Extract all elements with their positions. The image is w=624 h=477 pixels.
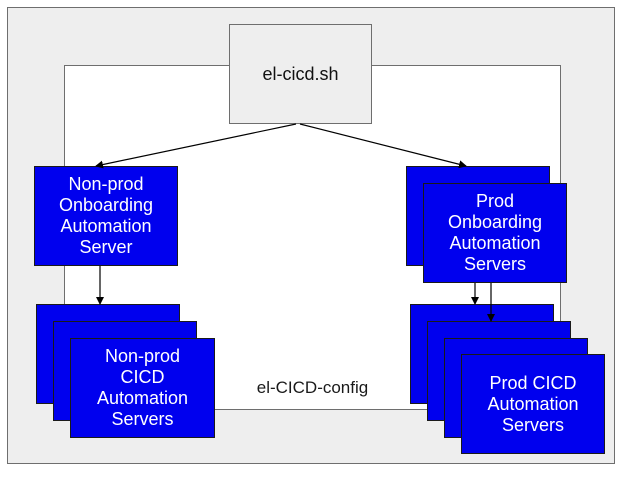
nonprod-onboarding-box: Non-prod Onboarding Automation Server [34,166,178,266]
nonprod-onboarding-label: Non-prod Onboarding Automation Server [58,174,154,257]
el-cicd-script-box: el-cicd.sh [229,24,372,124]
arrow-script-to-nonprod-onboarding [95,123,297,169]
nonprod-cicd-box: Non-prod CICD Automation Servers [70,338,215,438]
arrow-script-to-prod-onboarding [299,123,467,169]
nonprod-cicd-label: Non-prod CICD Automation Servers [96,346,189,429]
el-cicd-config-label: el-CICD-config [256,378,369,397]
prod-cicd-box: Prod CICD Automation Servers [461,354,605,454]
prod-onboarding-box: Prod Onboarding Automation Servers [423,183,567,283]
prod-onboarding-label: Prod Onboarding Automation Servers [447,191,543,274]
el-cicd-script-label: el-cicd.sh [262,63,339,84]
prod-cicd-label: Prod CICD Automation Servers [487,372,579,435]
